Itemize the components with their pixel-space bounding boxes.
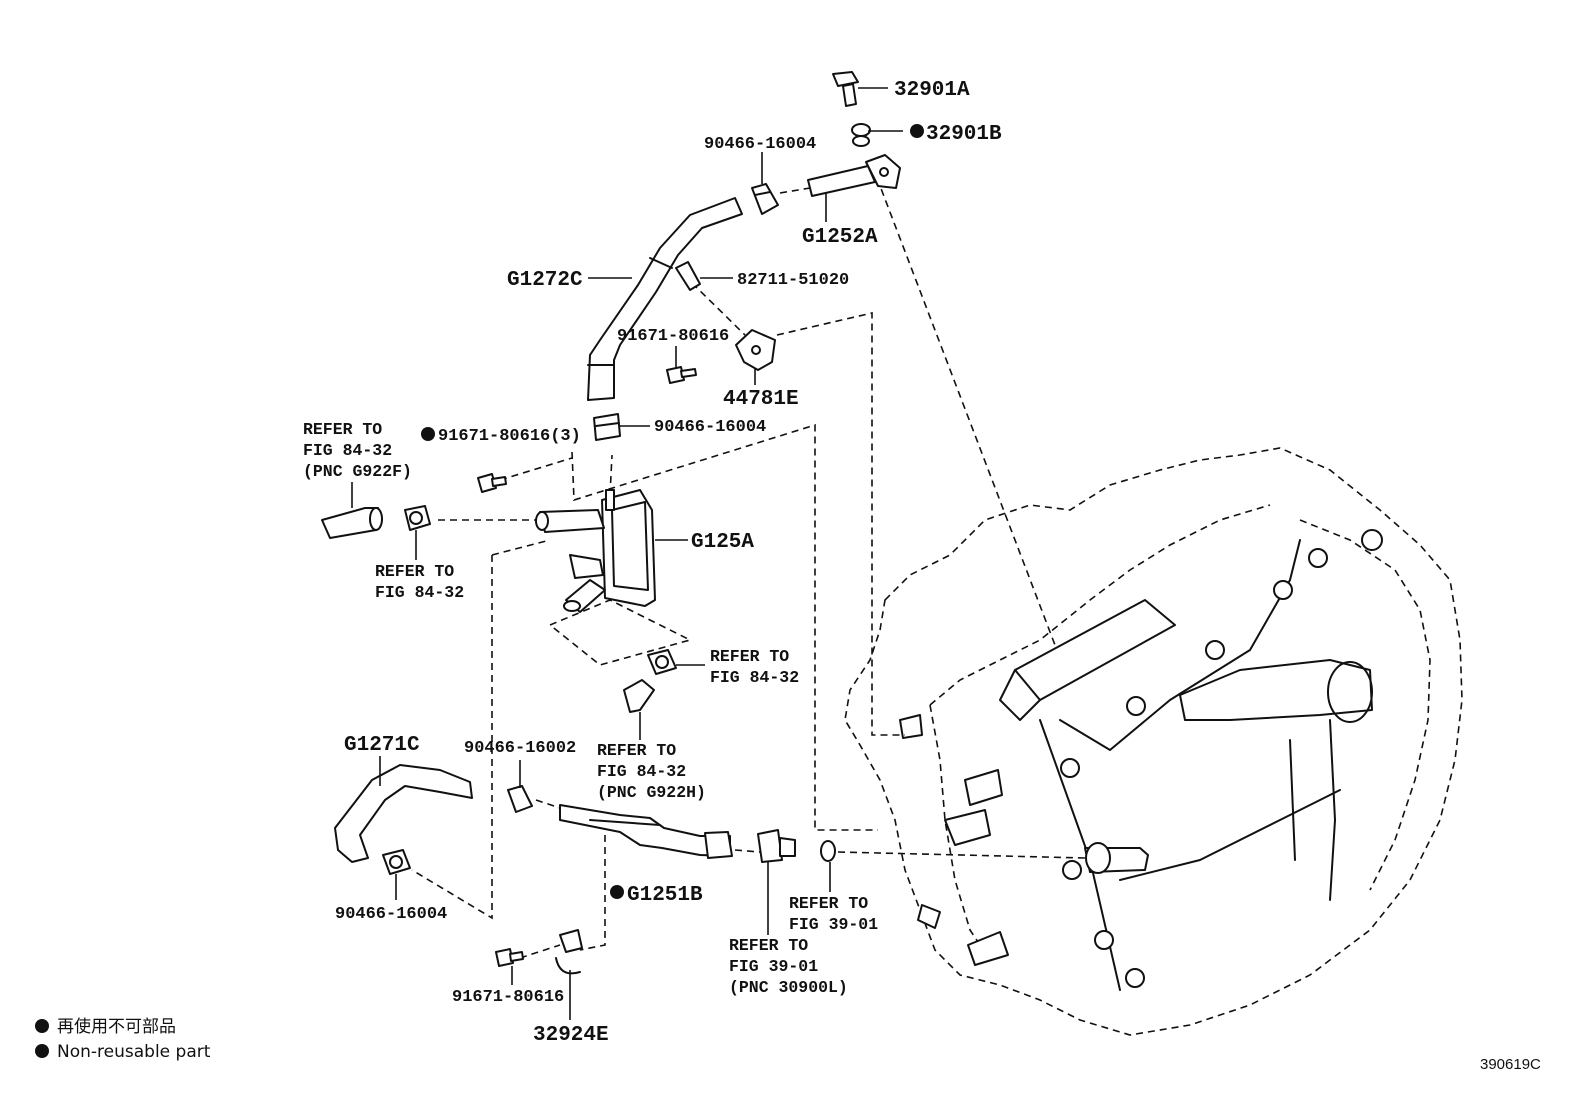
ref6-line3: (PNC 30900L) <box>729 978 848 997</box>
clamp-90466-mid <box>593 413 621 441</box>
label-G125A: G125A <box>691 531 754 554</box>
ref1-line2: FIG 84-32 <box>303 441 392 460</box>
ref3-line1: REFER TO <box>710 647 789 666</box>
label-32901B: 32901B <box>926 123 1002 146</box>
ref2-line2: FIG 84-32 <box>375 583 464 602</box>
leader-lines <box>351 87 903 1020</box>
ref5-line1: REFER TO <box>789 894 868 913</box>
label-90466-16002: 90466-16002 <box>464 739 576 758</box>
ref6-line1: REFER TO <box>729 936 808 955</box>
part-labels: 32901A 32901B 90466-16004 G1252A G1272C … <box>335 79 1002 1047</box>
gasket-32901B <box>851 123 871 147</box>
label-44781E: 44781E <box>723 388 799 411</box>
bracket-44781E <box>735 329 776 371</box>
oring <box>820 840 836 862</box>
label-32901A: 32901A <box>894 79 970 102</box>
label-91671-mid: 91671-80616 <box>617 327 729 346</box>
legend-marker-en <box>35 1044 49 1058</box>
ref4-line1: REFER TO <box>597 741 676 760</box>
ref-notes: REFER TO FIG 84-32 (PNC G922F) REFER TO … <box>303 420 878 997</box>
ref3-line2: FIG 84-32 <box>710 668 799 687</box>
nonreusable-marker-91671-3 <box>421 427 435 441</box>
bolt-91671-3 <box>477 473 507 493</box>
ref4-line3: (PNC G922H) <box>597 783 706 802</box>
clamp-90466-16002 <box>507 785 533 813</box>
label-90466-mid: 90466-16004 <box>654 418 766 437</box>
label-G1272C: G1272C <box>507 269 583 292</box>
ref1-line3: (PNC G922F) <box>303 462 412 481</box>
ref4-line2: FIG 84-32 <box>597 762 686 781</box>
legend-marker-jp <box>35 1019 49 1033</box>
ref1-line1: REFER TO <box>303 420 382 439</box>
label-G1271C: G1271C <box>344 734 420 757</box>
clip-82711 <box>675 261 701 291</box>
legend-text-jp: 再使用不可部品 <box>57 1016 176 1037</box>
bolt-32901A <box>832 71 859 107</box>
figure-number: 390619C <box>1480 1056 1541 1073</box>
nonreusable-marker-32901B <box>910 124 924 138</box>
label-91671-3: 91671-80616(3) <box>438 427 581 446</box>
label-G1252A: G1252A <box>802 226 878 249</box>
clamp-32924E <box>555 929 583 975</box>
label-82711: 82711-51020 <box>737 271 849 290</box>
clamp-left <box>404 505 431 531</box>
cooler-G125A <box>535 489 656 613</box>
label-91671-bottom: 91671-80616 <box>452 988 564 1007</box>
hose-ref-g922h <box>623 679 655 713</box>
clamp-90466-bottom <box>382 849 411 875</box>
label-90466-bottom: 90466-16004 <box>335 905 447 924</box>
pipe-G1251B <box>559 804 733 859</box>
transaxle-housing <box>844 447 1463 1036</box>
hose-ref-g922f <box>321 507 383 539</box>
clamp-90466-top <box>751 183 779 215</box>
label-32924E: 32924E <box>533 1024 609 1047</box>
hose-G1272C <box>587 197 743 401</box>
label-G1251B: G1251B <box>627 884 703 907</box>
ref2-line1: REFER TO <box>375 562 454 581</box>
bolt-91671-mid <box>666 366 697 384</box>
nonreusable-marker-G1251B <box>610 885 624 899</box>
union-fitting <box>757 829 796 863</box>
hose-G1271C <box>334 764 473 863</box>
clamp-right <box>647 649 677 675</box>
assembly-lines <box>411 177 1086 959</box>
ref6-line2: FIG 39-01 <box>729 957 818 976</box>
bolt-91671-bottom <box>495 948 524 967</box>
legend-text-en: Non-reusable part <box>57 1042 211 1062</box>
pipe-G1252A <box>807 154 901 197</box>
label-90466-top: 90466-16004 <box>704 135 816 154</box>
ref5-line2: FIG 39-01 <box>789 915 878 934</box>
